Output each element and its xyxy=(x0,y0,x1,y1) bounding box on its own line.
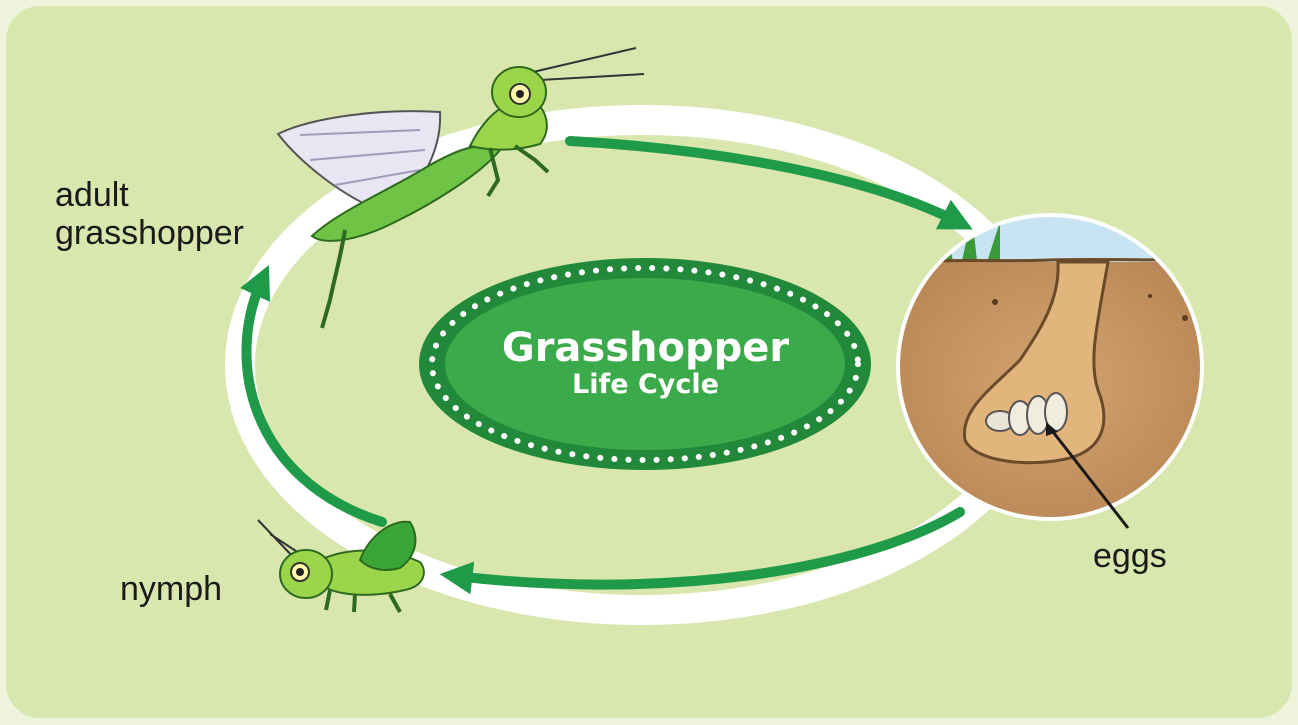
stage-label-adult-line1: adult xyxy=(55,176,244,214)
stage-label-adult-line2: grasshopper xyxy=(55,214,244,252)
stage-label-nymph: nymph xyxy=(120,570,222,608)
title-badge xyxy=(419,258,871,470)
stage-label-eggs: eggs xyxy=(1093,537,1167,575)
stage-label-adult: adult grasshopper xyxy=(55,176,244,252)
arrow-nymph-to-adult xyxy=(246,280,382,522)
